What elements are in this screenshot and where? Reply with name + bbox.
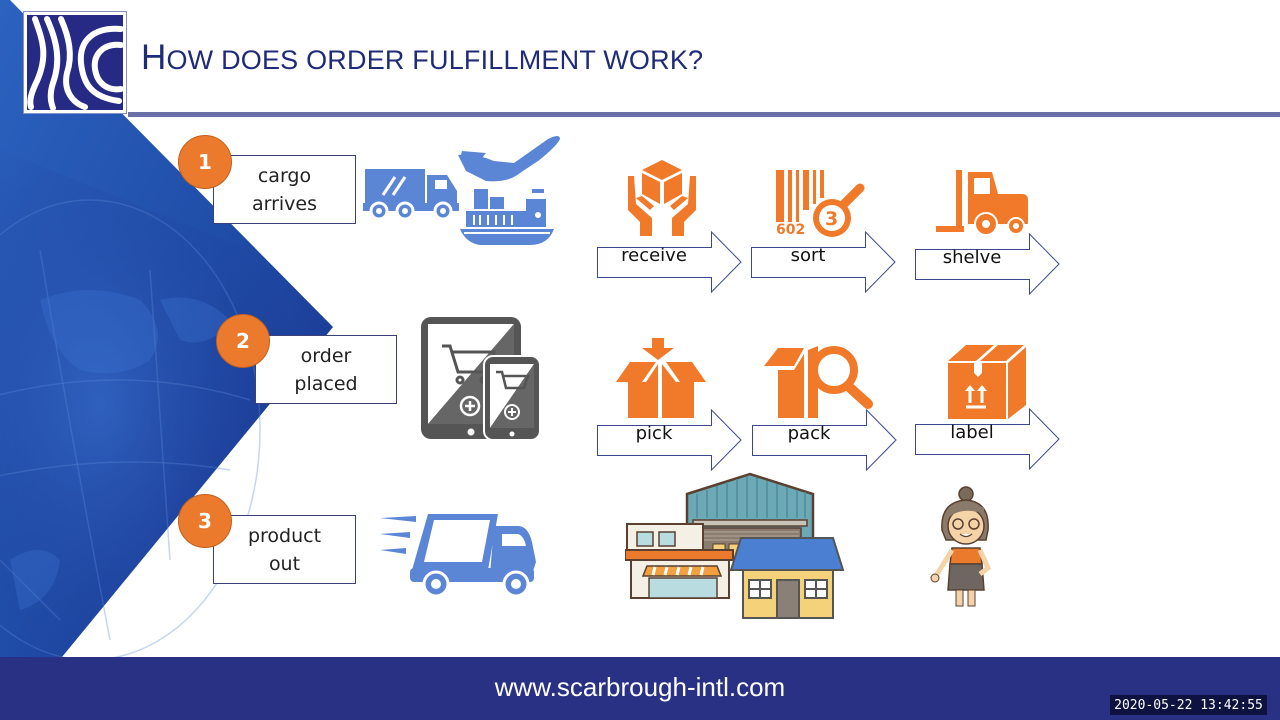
process-arrow-receive: receive: [597, 231, 743, 293]
tablet-shopping-cart-icon: [421, 317, 541, 441]
process-label-shelve: shelve: [942, 247, 1002, 268]
step-1-line1: cargo: [257, 164, 312, 187]
step-2-box: order placed: [255, 335, 397, 404]
process-arrow-shelve: shelve: [915, 233, 1061, 295]
process-label-pick: pick: [635, 423, 673, 444]
truck-icon: [363, 169, 459, 221]
process-arrow-pack: pack: [752, 409, 898, 471]
title-first-letter: H: [141, 38, 167, 77]
step-2-line1: order: [300, 344, 352, 367]
step-2-badge: 2: [216, 314, 270, 368]
page-title: HOW DOES ORDER FULFILLMENT WORK?: [141, 38, 703, 78]
step-1-badge: 1: [178, 135, 232, 189]
timestamp-overlay: 2020-05-22 13:42:55: [1110, 695, 1267, 715]
footer-bar: [0, 657, 1280, 720]
process-label-label: label: [950, 422, 994, 443]
step-3-line2: out: [268, 552, 301, 575]
step-3-line1: product: [247, 524, 322, 547]
process-label-sort: sort: [790, 245, 826, 266]
labeled-box-icon: [948, 345, 1026, 419]
title-underline-divider: [128, 112, 1280, 117]
delivery-truck-icon: [380, 514, 536, 598]
scarbrough-logo-icon: [23, 11, 127, 114]
forklift-icon: [936, 170, 1028, 236]
step-3-box: product out: [213, 515, 356, 584]
footer-website-link[interactable]: www.scarbrough-intl.com: [494, 672, 786, 702]
phone-shopping-cart-icon: [483, 355, 541, 441]
hands-holding-box-icon: [628, 160, 696, 236]
title-rest: OW DOES ORDER FULFILLMENT WORK?: [166, 45, 704, 75]
step-2-line2: placed: [294, 372, 358, 395]
svg-text:602: 602: [776, 222, 805, 238]
airplane-icon: [458, 136, 560, 182]
step-1-line2: arrives: [251, 192, 318, 215]
box-with-down-arrow-icon: [616, 338, 706, 418]
company-logo: [23, 11, 127, 114]
customer-woman-illustration: [930, 486, 992, 607]
process-arrow-label: label: [915, 408, 1061, 470]
svg-text:3: 3: [825, 208, 838, 230]
process-label-pack: pack: [787, 423, 831, 444]
barcode-magnifier-icon: 602 3: [776, 170, 865, 238]
step-1-box: cargo arrives: [213, 155, 356, 224]
step-3-badge: 3: [178, 494, 232, 548]
box-magnifier-icon: [764, 346, 873, 418]
process-arrow-sort: sort: [751, 231, 897, 293]
warehouse-store-house-illustration: [625, 472, 845, 619]
cargo-ship-icon: [460, 189, 554, 245]
process-arrow-pick: pick: [597, 409, 743, 471]
process-label-receive: receive: [621, 245, 687, 266]
